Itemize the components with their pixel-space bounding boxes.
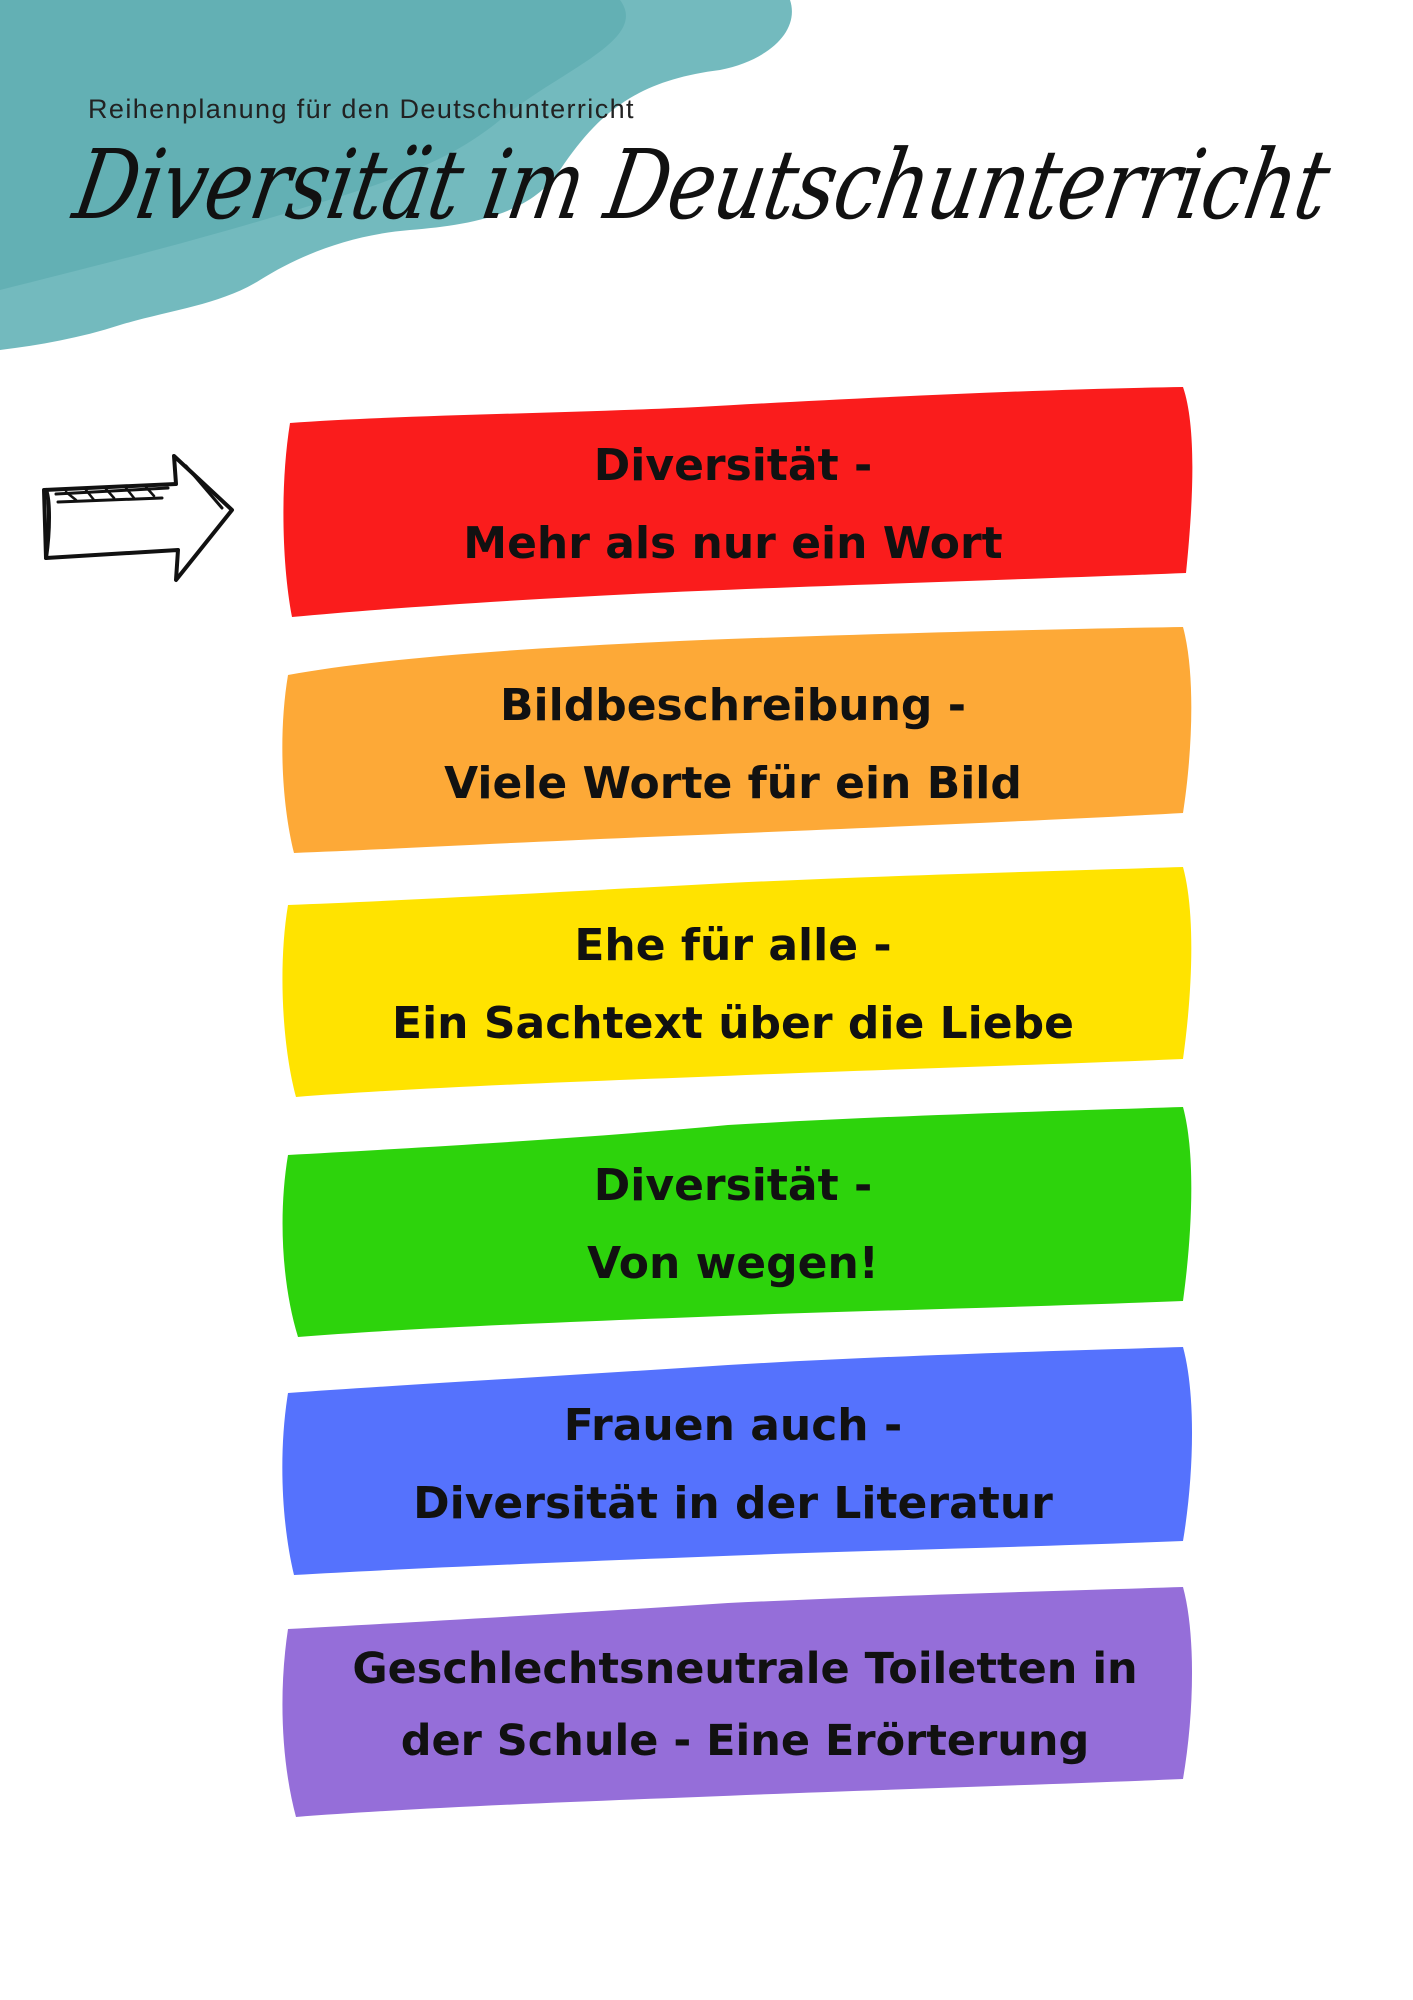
right-arrow-icon: [42, 454, 234, 582]
unit-band-1: Diversität - Mehr als nur ein Wort: [278, 385, 1198, 625]
unit-title: Geschlechtsneutrale Toiletten in: [352, 1644, 1138, 1694]
unit-text: Diversität - Mehr als nur ein Wort: [278, 385, 1188, 625]
unit-title: Frauen auch -: [563, 1400, 903, 1451]
brush-stroke: [283, 387, 1193, 617]
brush-stroke: [282, 867, 1192, 1097]
brush-stroke: [282, 1107, 1192, 1337]
unit-subtitle: Von wegen!: [587, 1238, 879, 1289]
unit-band-6: Geschlechtsneutrale Toiletten in der Schu…: [278, 1585, 1198, 1825]
unit-subtitle: der Schule - Eine Erörterung: [400, 1716, 1090, 1766]
unit-band-4: Diversität - Von wegen!: [278, 1105, 1198, 1345]
page-subtitle: Reihenplanung für den Deutschunterricht: [88, 94, 635, 124]
brush-stroke: [282, 1587, 1193, 1817]
unit-text: Ehe für alle - Ein Sachtext über die Lieb…: [278, 865, 1188, 1105]
watercolor-splash: [0, 0, 792, 350]
unit-text: Diversität - Von wegen!: [278, 1105, 1188, 1345]
unit-band-5: Frauen auch - Diversität in der Literatur: [278, 1345, 1198, 1585]
unit-subtitle: Ein Sachtext über die Liebe: [392, 998, 1074, 1049]
unit-title: Diversität -: [593, 440, 873, 491]
unit-title: Diversität -: [593, 1160, 873, 1211]
unit-text: Geschlechtsneutrale Toiletten in der Schu…: [278, 1585, 1200, 1825]
unit-text: Bildbeschreibung - Viele Worte für ein Bi…: [278, 625, 1188, 865]
brush-stroke: [282, 1347, 1193, 1575]
brush-stroke: [282, 627, 1192, 853]
unit-band-3: Ehe für alle - Ein Sachtext über die Lieb…: [278, 865, 1198, 1105]
unit-band-2: Bildbeschreibung - Viele Worte für ein Bi…: [278, 625, 1198, 865]
page-title: Diversität im Deutschunterricht: [66, 129, 1338, 241]
unit-subtitle: Mehr als nur ein Wort: [463, 518, 1003, 569]
unit-title: Bildbeschreibung -: [500, 680, 966, 731]
unit-subtitle: Viele Worte für ein Bild: [444, 758, 1022, 809]
unit-text: Frauen auch - Diversität in der Literatur: [278, 1345, 1188, 1585]
unit-subtitle: Diversität in der Literatur: [413, 1478, 1053, 1529]
unit-title: Ehe für alle -: [574, 920, 892, 971]
